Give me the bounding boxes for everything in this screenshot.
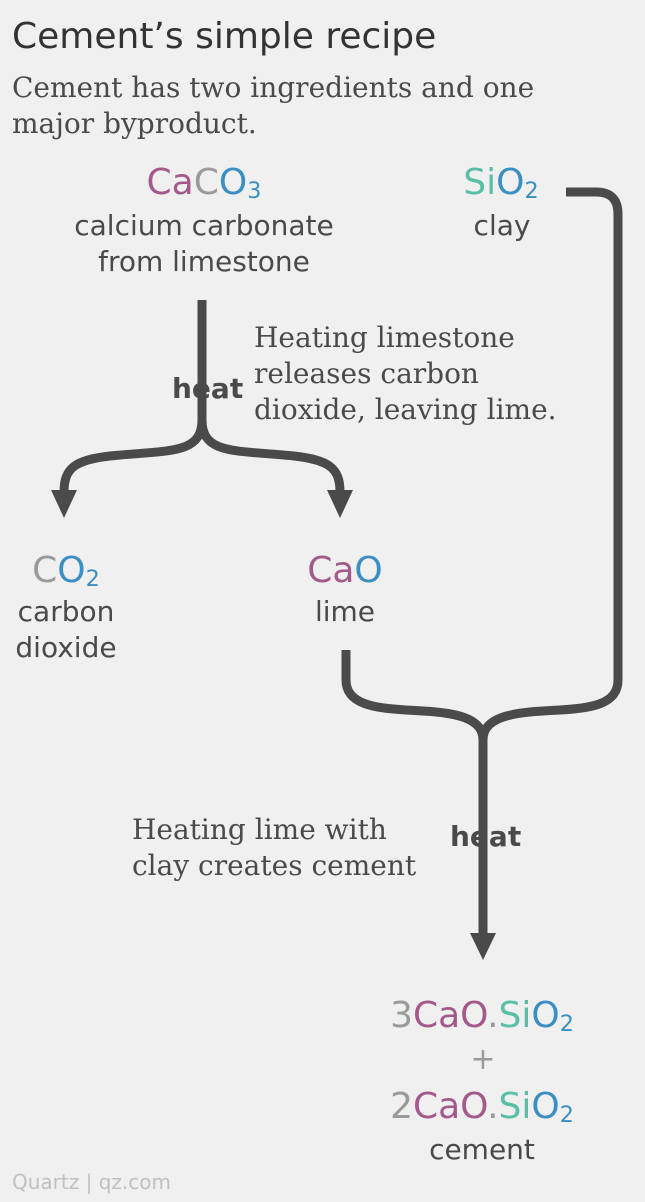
label-cement: cement	[429, 1133, 535, 1166]
label-clay: clay	[473, 209, 531, 242]
formula-c2s: 2CaO.SiO2	[390, 1086, 574, 1129]
label-co2: carbon dioxide	[15, 595, 117, 664]
arrow-clay-line	[478, 187, 623, 741]
heat-label-2: heat	[450, 820, 522, 853]
formula-cao: CaO	[307, 550, 383, 591]
formula-c3s: 3CaO.SiO2	[390, 995, 574, 1038]
note-heating-limestone: Heating limestone releases carbon dioxid…	[254, 321, 557, 426]
arrow-lime-line	[341, 650, 488, 741]
arrowhead-cao	[327, 490, 353, 518]
arrowhead-cement	[470, 933, 496, 960]
note-heating-lime: Heating lime with clay creates cement	[132, 813, 417, 882]
plus-sign: +	[470, 1042, 496, 1077]
arrow-branch-co2	[59, 419, 207, 493]
source-credit: Quartz | qz.com	[12, 1170, 171, 1194]
page-subtitle: Cement has two ingredients and one major…	[12, 71, 535, 140]
formula-sio2: SiO2	[463, 162, 539, 205]
arrowhead-co2	[51, 490, 77, 518]
formula-caco3: CaCO3	[146, 162, 262, 205]
arrow-branch-cao	[197, 419, 345, 493]
page-title: Cement’s simple recipe	[12, 16, 437, 57]
heat-label-1: heat	[172, 372, 244, 405]
label-limestone: calcium carbonate from limestone	[74, 209, 334, 278]
formula-co2: CO2	[32, 550, 100, 593]
label-lime: lime	[314, 595, 376, 628]
